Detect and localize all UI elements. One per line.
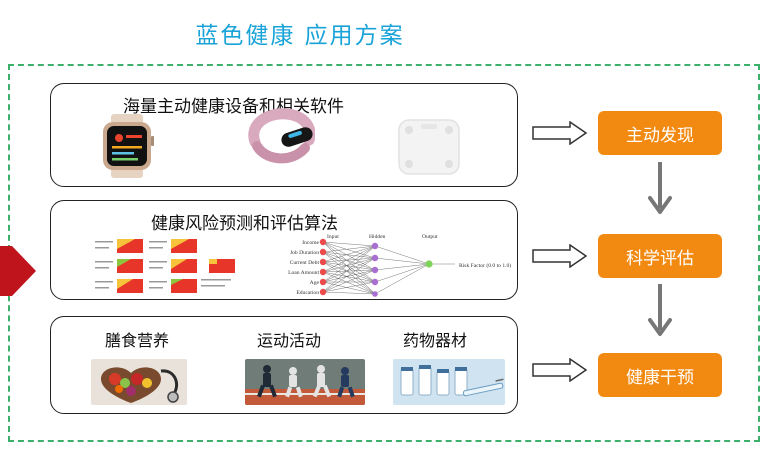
category-exercise: 运动活动 — [257, 331, 322, 350]
nn-input-label: Income — [302, 240, 319, 246]
hollow-arrow-right-icon — [532, 244, 588, 268]
nn-hidden-header: Hidden — [369, 234, 386, 240]
nn-input-label: Loan Amount — [288, 270, 319, 276]
algorithms-panel: 健康风险预测和评估算法 — [50, 200, 518, 300]
risk-heatmap-grid-image — [91, 235, 241, 297]
fitness-band-image — [248, 108, 315, 164]
neural-network-diagram: Input Hidden Output Income Job Duration … — [288, 234, 511, 297]
smart-watch-image — [103, 114, 154, 178]
smart-scale-image — [398, 119, 460, 175]
red-arrow-icon — [0, 246, 36, 296]
page-title: 蓝色健康 应用方案 — [195, 23, 405, 49]
hollow-arrow-right-icon — [532, 358, 588, 382]
down-arrow-icon — [648, 162, 672, 214]
nn-output-header: Output — [422, 234, 438, 240]
nn-input-header: Input — [327, 234, 339, 240]
step-scientific-assessment: 科学评估 — [598, 234, 722, 278]
nn-input-label: Age — [310, 280, 320, 286]
algorithms-panel-title: 健康风险预测和评估算法 — [151, 214, 338, 234]
medicine-equipment-image — [393, 359, 505, 405]
diet-nutrition-image — [91, 359, 187, 405]
nn-input-label: Job Duration — [290, 250, 319, 256]
step-active-discovery: 主动发现 — [598, 111, 722, 155]
exercise-activity-image — [245, 359, 365, 405]
nn-input-label: Current Debt — [290, 260, 320, 266]
devices-panel: 海量主动健康设备和相关软件 — [50, 83, 518, 187]
step-health-intervention: 健康干预 — [598, 353, 722, 397]
down-arrow-icon — [648, 284, 672, 336]
nn-output-label: Risk Factor (0.0 to 1.0) — [459, 262, 511, 269]
category-diet: 膳食营养 — [105, 331, 170, 350]
category-medicine: 药物器材 — [403, 331, 468, 350]
interventions-panel: 膳食营养 运动活动 药物器材 — [50, 316, 518, 414]
hollow-arrow-right-icon — [532, 121, 588, 145]
nn-input-label: Education — [296, 290, 319, 296]
